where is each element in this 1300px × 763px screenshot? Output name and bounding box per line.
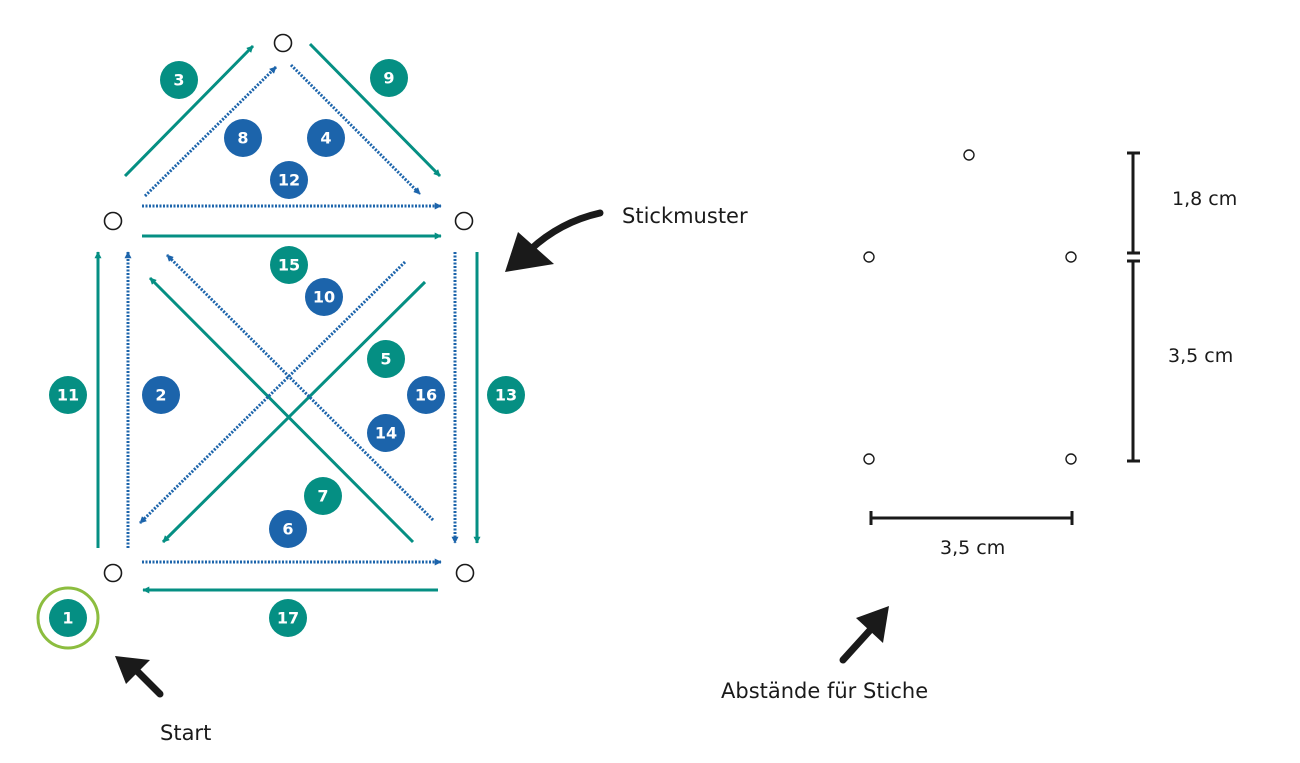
badge-11: 11 — [49, 376, 87, 414]
svg-text:13: 13 — [495, 386, 517, 405]
stitch-points — [103, 33, 475, 583]
svg-text:4: 4 — [320, 129, 331, 148]
svg-text:1: 1 — [62, 609, 73, 628]
dim-side-label: 3,5 cm — [1168, 345, 1233, 367]
badge-8: 8 — [224, 119, 262, 157]
svg-text:3: 3 — [173, 71, 184, 90]
badge-6: 6 — [269, 510, 307, 548]
stitch-9-line — [308, 42, 442, 178]
stitch-4-line — [289, 63, 422, 196]
svg-text:6: 6 — [282, 520, 293, 539]
svg-text:11: 11 — [57, 386, 79, 405]
vertical-dimension — [1127, 151, 1140, 463]
spacing-point-lower-left — [863, 453, 875, 465]
svg-text:8: 8 — [237, 129, 248, 148]
spacing-point-upper-right — [1065, 251, 1077, 263]
badge-9: 9 — [370, 59, 408, 97]
start-callout: Start — [115, 656, 211, 745]
spacing-pointer-arrow-icon — [839, 624, 876, 664]
horizontal-dimension — [869, 511, 1074, 525]
pattern-pointer-head-icon — [505, 232, 554, 272]
badge-1: 1 — [49, 599, 87, 637]
stitch-5-line — [161, 280, 427, 544]
spacing-diagram: 1,8 cm 3,5 cm 3,5 cm Abstände für Stiche — [721, 149, 1237, 703]
spacing-point-top — [963, 149, 975, 161]
spacing-point-lower-right — [1065, 453, 1077, 465]
badge-13: 13 — [487, 376, 525, 414]
dim-top-label: 1,8 cm — [1172, 188, 1237, 210]
start-pointer-head-icon — [115, 656, 150, 684]
point-upper-left — [103, 211, 123, 231]
start-ring — [36, 586, 100, 650]
spacing-label: Abstände für Stiche — [721, 679, 928, 703]
svg-text:10: 10 — [313, 288, 335, 307]
badge-12: 12 — [270, 161, 308, 199]
point-top — [273, 33, 293, 53]
svg-text:7: 7 — [317, 487, 328, 506]
stitch-14-line — [138, 260, 407, 525]
stitch-8-line — [143, 65, 278, 198]
stitch-10-line — [165, 253, 435, 522]
svg-text:15: 15 — [278, 256, 300, 275]
spacing-points — [863, 149, 1077, 465]
spacing-point-upper-left — [863, 251, 875, 263]
svg-text:12: 12 — [278, 171, 300, 190]
badge-3: 3 — [160, 61, 198, 99]
badge-5: 5 — [367, 340, 405, 378]
badge-17: 17 — [269, 599, 307, 637]
point-upper-right — [454, 211, 474, 231]
pattern-label: Stickmuster — [622, 204, 748, 228]
badge-2: 2 — [142, 376, 180, 414]
svg-text:5: 5 — [380, 350, 391, 369]
pattern-pointer-arrow-icon — [526, 209, 604, 254]
badge-10: 10 — [305, 278, 343, 316]
spacing-pointer-head-icon — [856, 606, 889, 643]
svg-text:16: 16 — [415, 386, 437, 405]
pattern-callout: Stickmuster — [505, 204, 748, 272]
svg-text:14: 14 — [375, 424, 397, 443]
badge-16: 16 — [407, 376, 445, 414]
stitch-lines — [94, 42, 481, 594]
stitch-3-line — [123, 44, 255, 178]
badge-15: 15 — [270, 246, 308, 284]
badge-4: 4 — [307, 119, 345, 157]
svg-text:2: 2 — [155, 386, 166, 405]
point-lower-left — [103, 563, 123, 583]
svg-text:17: 17 — [277, 609, 299, 628]
badge-7: 7 — [304, 477, 342, 515]
number-badges: 1 2 3 4 5 6 7 8 9 10 11 12 13 14 15 16 1… — [36, 59, 525, 650]
point-lower-right — [455, 563, 475, 583]
dim-bottom-label: 3,5 cm — [940, 537, 1005, 559]
start-label: Start — [160, 721, 211, 745]
stitch-7-line — [148, 276, 415, 544]
badge-14: 14 — [367, 414, 405, 452]
svg-text:9: 9 — [383, 69, 394, 88]
